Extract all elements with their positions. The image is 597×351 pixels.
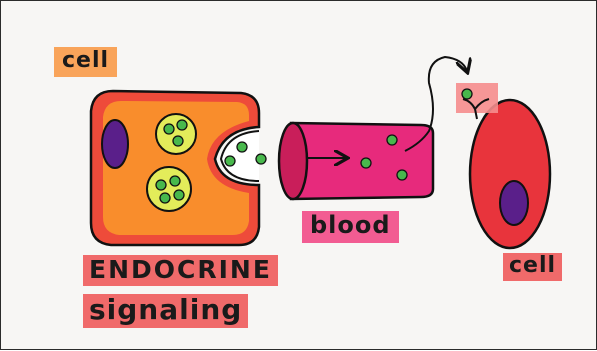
hormone-dot: [160, 193, 170, 203]
blood-vessel: [279, 123, 433, 199]
vesicle-lower: [147, 167, 191, 211]
bound-hormone-dot: [462, 89, 472, 99]
target-cell-nucleus: [500, 181, 528, 225]
hormone-dot: [164, 124, 174, 134]
target-cell: [456, 83, 550, 248]
secreting-cell-nucleus: [102, 120, 128, 168]
signaling-label: signaling: [83, 294, 248, 328]
hormone-dot: [225, 156, 235, 166]
hormone-dot: [174, 190, 184, 200]
blood-label: blood: [302, 211, 399, 243]
hormone-dot: [397, 170, 407, 180]
cell-label-top: cell: [54, 47, 117, 77]
secreting-cell: [91, 91, 266, 245]
hormone-dot: [256, 154, 266, 164]
hormone-dot: [361, 158, 371, 168]
hormone-dot: [387, 135, 397, 145]
hormone-dot: [156, 180, 166, 190]
hormone-dot: [173, 136, 183, 146]
vesicle-upper: [156, 114, 196, 154]
receptor-highlight: [456, 83, 498, 113]
hormone-dot: [237, 142, 247, 152]
blood-vessel-opening: [279, 123, 307, 199]
hormone-dot: [170, 176, 180, 186]
endocrine-label: ENDOCRINE: [83, 255, 278, 286]
target-cell-body: [470, 100, 550, 248]
cell-label-right: cell: [503, 253, 562, 281]
hormone-dot: [177, 120, 187, 130]
